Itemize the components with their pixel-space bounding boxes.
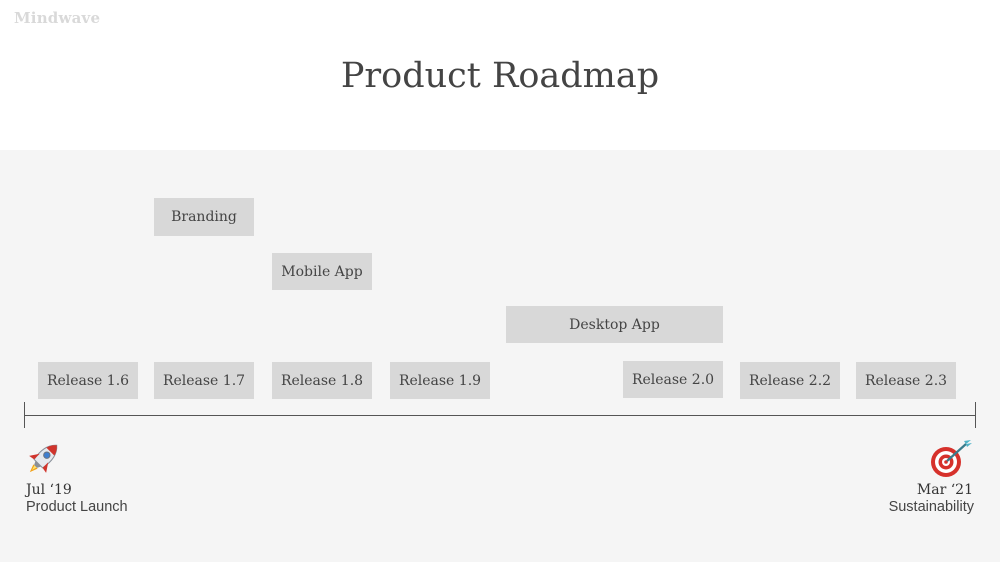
brand-logo: Mindwave — [14, 9, 101, 27]
target-icon — [930, 438, 972, 478]
timeline-start-label: Product Launch — [26, 499, 128, 515]
release-box: Release 1.6 — [38, 362, 138, 399]
timeline-start-date: Jul ‘19 — [26, 482, 72, 498]
release-box: Release 2.0 — [623, 361, 723, 398]
timeline-end-date: Mar ‘21 — [916, 482, 973, 498]
feature-branding: Branding — [154, 198, 254, 236]
roadmap-panel — [0, 150, 1000, 562]
release-box: Release 1.8 — [272, 362, 372, 399]
timeline-end-tick — [975, 402, 976, 428]
release-box: Release 1.7 — [154, 362, 254, 399]
release-box: Release 2.2 — [740, 362, 840, 399]
release-box: Release 2.3 — [856, 362, 956, 399]
rocket-icon — [24, 438, 64, 478]
timeline-axis — [24, 415, 976, 416]
timeline-start-tick — [24, 402, 25, 428]
page-title: Product Roadmap — [340, 56, 660, 96]
release-box: Release 1.9 — [390, 362, 490, 399]
feature-desktop-app: Desktop App — [506, 306, 723, 343]
feature-mobile-app: Mobile App — [272, 253, 372, 290]
timeline-end-label: Sustainability — [888, 499, 974, 515]
